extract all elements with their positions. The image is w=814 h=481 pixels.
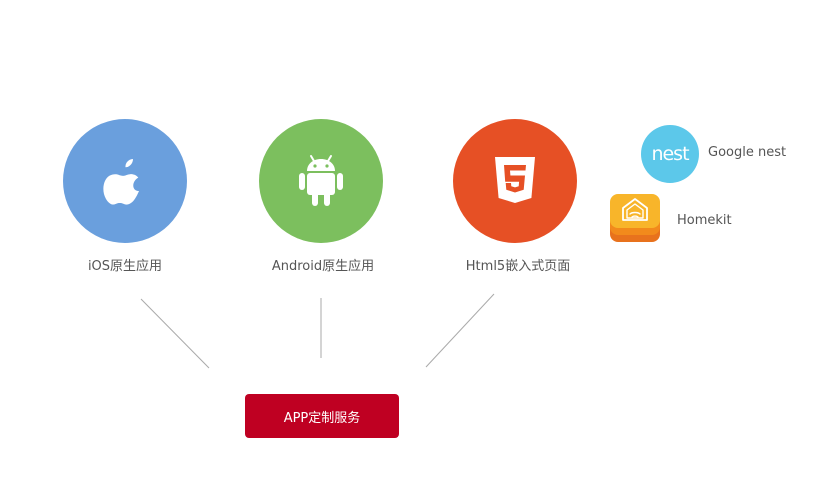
homekit-stack-icon — [610, 194, 660, 242]
platform-label-android: Android原生应用 — [271, 259, 375, 274]
android-icon — [299, 155, 343, 206]
homekit-icon[interactable] — [606, 186, 664, 248]
cta-label: APP定制服务 — [283, 410, 361, 426]
nest-logo-text: nest — [651, 142, 689, 165]
app-custom-service-button[interactable]: APP定制服务 — [245, 394, 399, 438]
connector-line-html5 — [425, 293, 495, 368]
android-circle[interactable] — [259, 119, 383, 243]
platform-label-ios: iOS原生应用 — [87, 259, 163, 274]
integration-label-google-nest: Google nest — [708, 145, 787, 160]
apple-icon — [103, 159, 139, 205]
nest-logo-icon[interactable]: nest — [641, 125, 699, 183]
connector-line-ios — [140, 298, 210, 369]
platform-label-html5: Html5嵌入式页面 — [465, 259, 571, 274]
ios-circle[interactable] — [63, 119, 187, 243]
html5-circle[interactable] — [453, 119, 577, 243]
html5-icon — [495, 157, 535, 203]
integration-label-homekit: Homekit — [677, 213, 732, 228]
